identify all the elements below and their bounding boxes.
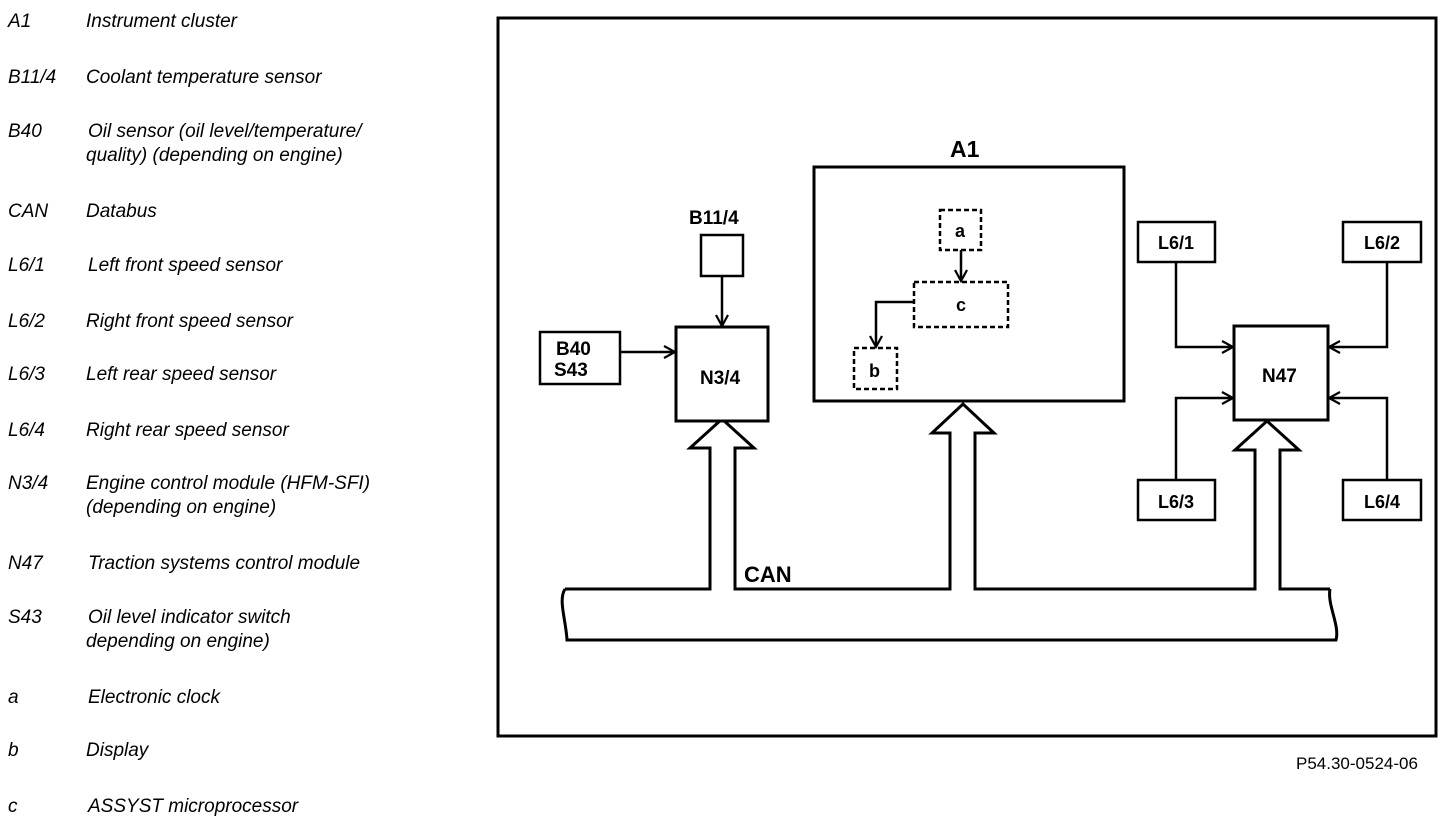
l6-3-sensor: L6/3 — [1136, 398, 1233, 522]
a-electronic-clock — [938, 208, 983, 252]
l6-4-label: L6/4 — [1364, 492, 1400, 512]
legend-code: B11/4 — [8, 67, 57, 88]
legend-description-cont: quality) (depending on engine) — [86, 145, 343, 166]
legend-description-cont: depending on engine) — [86, 631, 270, 652]
can-bus: CAN — [560, 401, 1339, 642]
legend-code: L6/4 — [8, 420, 45, 441]
legend-code: L6/2 — [8, 311, 45, 332]
l6-1-sensor: L6/1 — [1136, 220, 1233, 347]
can-label: CAN — [744, 562, 792, 587]
legend: A1 Instrument cluster B11/4 Coolant temp… — [0, 0, 480, 822]
legend-code: S43 — [8, 607, 42, 628]
legend-description-cont: (depending on engine) — [86, 497, 277, 518]
legend-description: Right front speed sensor — [86, 311, 294, 332]
legend-description: Electronic clock — [88, 687, 220, 708]
a-label: a — [955, 221, 966, 241]
n3-4-label: N3/4 — [700, 368, 741, 389]
figure-reference: P54.30-0524-06 — [1296, 754, 1418, 773]
b11-4-label: B11/4 — [689, 208, 739, 229]
legend-description: Engine control module (HFM-SFI) — [86, 473, 371, 494]
n3-4-module: N3/4 — [674, 325, 770, 423]
l6-2-label: L6/2 — [1364, 233, 1400, 253]
l6-2-sensor: L6/2 — [1329, 220, 1423, 347]
legend-code: b — [8, 740, 19, 761]
b40-label: B40 — [556, 339, 591, 360]
legend-description: Databus — [86, 201, 157, 222]
b11-4-sensor: B11/4 — [689, 208, 745, 326]
legend-description: Display — [86, 740, 149, 761]
c-assyst-microprocessor — [912, 280, 1010, 329]
legend-code: L6/1 — [8, 255, 45, 276]
legend-code: L6/3 — [8, 364, 45, 385]
c-label: c — [956, 295, 966, 315]
diagram-frame — [496, 16, 1438, 738]
l6-4-sensor: L6/4 — [1329, 398, 1423, 522]
b-label: b — [869, 361, 880, 381]
a1-label: A1 — [950, 136, 980, 162]
a1-instrument-cluster: A1 a c b — [812, 136, 1126, 403]
legend-code: c — [8, 796, 18, 817]
legend-description: Right rear speed sensor — [86, 420, 289, 441]
legend-description: Traction systems control module — [88, 553, 361, 574]
legend-description: Left front speed sensor — [88, 255, 283, 276]
legend-description: Left rear speed sensor — [86, 364, 277, 385]
n47-module: N47 — [1232, 324, 1330, 422]
legend-code: N47 — [8, 553, 43, 574]
l6-3-label: L6/3 — [1158, 492, 1194, 512]
b40-s43-sensor: B40 S43 — [538, 330, 675, 386]
legend-code: A1 — [8, 11, 32, 32]
s43-label: S43 — [554, 360, 588, 381]
legend-description: Coolant temperature sensor — [86, 67, 322, 88]
legend-description: Oil sensor (oil level/temperature/ — [88, 121, 362, 142]
legend-code: a — [8, 687, 19, 708]
legend-code: CAN — [8, 201, 49, 222]
legend-code: N3/4 — [8, 473, 49, 494]
legend-description: Instrument cluster — [86, 11, 237, 32]
b-display — [852, 346, 899, 391]
legend-description: ASSYST microprocessor — [88, 796, 299, 817]
legend-code: B40 — [8, 121, 42, 142]
l6-1-label: L6/1 — [1158, 233, 1194, 253]
n47-label: N47 — [1262, 366, 1297, 387]
legend-description: Oil level indicator switch — [88, 607, 291, 628]
